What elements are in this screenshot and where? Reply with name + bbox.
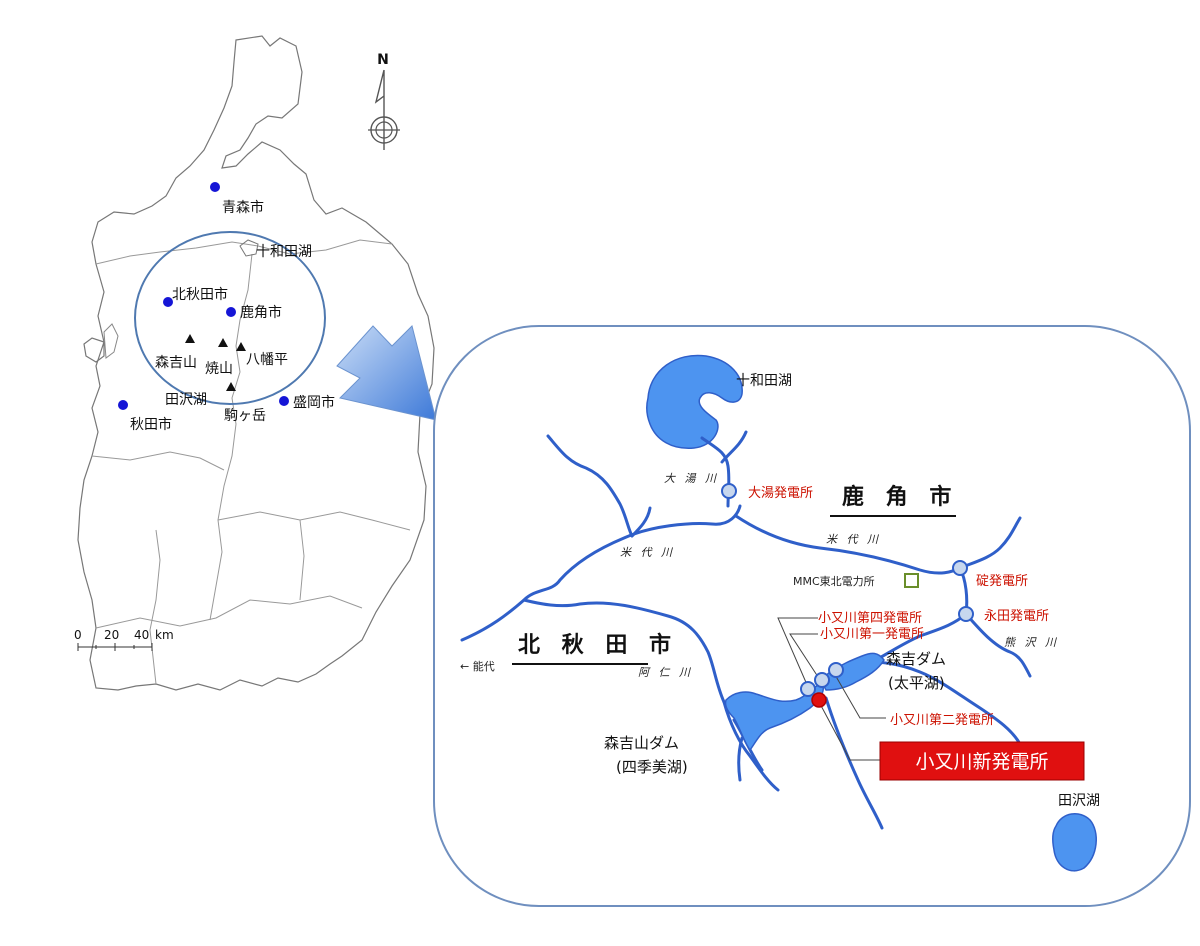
river-kumazawa (964, 612, 1032, 678)
zoom-area-circle (134, 231, 326, 405)
towada-lake (645, 354, 743, 449)
prefecture-boundary (91, 451, 225, 471)
prefecture-boundary (217, 511, 411, 531)
scale-tick-40: 40 (134, 628, 149, 642)
mountain-icon-komagatake (226, 382, 236, 391)
leader-line-komata2 (833, 672, 886, 719)
river-label-ani: 阿 仁 川 (638, 666, 693, 679)
prefecture-boundary (95, 239, 393, 265)
detail-lake-label-tazawa: 田沢湖 (1058, 793, 1100, 809)
plant-label-nagata: 永田発電所 (984, 609, 1049, 624)
city-label-kazuno: 鹿角市 (240, 304, 282, 321)
lake-label-tazawa: 田沢湖 (165, 392, 207, 408)
river-morioshi-south (824, 696, 884, 830)
zoom-arrow (336, 325, 437, 421)
river-nagata (860, 660, 1022, 746)
north-arrow-icon (374, 69, 385, 150)
oga-peninsula (83, 337, 105, 363)
river-ani (522, 598, 726, 704)
city-dot-aomori (210, 182, 220, 192)
plant-marker-komata2 (828, 662, 844, 678)
river-north-west (546, 434, 634, 538)
river-ani-south (722, 700, 780, 792)
river-yoneshiro-east (734, 514, 1022, 575)
river-label-yoneshiro-left: 米 代 川 (620, 546, 675, 559)
prefecture-boundary (209, 253, 253, 621)
lake-label-towada: 十和田湖 (256, 244, 312, 260)
detail-lake-label-towada: 十和田湖 (736, 373, 792, 389)
reservoir-shikimi (724, 683, 824, 752)
plant-label-komata2: 小又川第二発電所 (890, 713, 994, 728)
mmc-marker-icon (904, 573, 919, 588)
noshiro-label: ← 能代 (460, 659, 495, 673)
river-south-2 (737, 736, 744, 782)
leader-line-komata4 (777, 617, 818, 688)
overview-map: N 青森市 北秋田市 鹿角市 盛岡市 秋田市 十和田湖 田沢湖 森吉山 焼山 八… (74, 35, 435, 691)
city-dot-kitaakita (163, 297, 173, 307)
detail-city-kitaakita: 北 秋 田 市 (518, 632, 678, 658)
city-dot-morioka (279, 396, 289, 406)
plant-marker-ikari (952, 560, 968, 576)
scale-tick-20: 20 (104, 628, 119, 642)
main-plant-badge (879, 741, 1085, 781)
towada-lake-outline (239, 239, 259, 257)
mountain-label-komagatake: 駒ヶ岳 (224, 408, 266, 424)
main-plant-label: 小又川新発電所 (915, 751, 1048, 773)
north-label: N (377, 52, 389, 68)
detail-city-kazuno: 鹿 角 市 (842, 484, 958, 510)
prefecture-boundary (95, 595, 363, 629)
plant-label-komata4: 小又川第四発電所 (818, 611, 922, 626)
mountain-icon-moriyoshi (185, 334, 195, 343)
prefecture-boundary (299, 519, 305, 601)
plant-label-oyu: 大湯発電所 (748, 486, 813, 501)
dam-label-moriyoshiyama: 森吉山ダム (604, 734, 679, 752)
river-nagata-up (874, 612, 968, 662)
dam-label-moriyoshiyama-lake: (四季美湖) (616, 758, 688, 776)
city-label-aomori: 青森市 (222, 199, 264, 216)
scale-unit: km (155, 628, 174, 642)
dam-label-moriyoshi: 森吉ダム (886, 650, 946, 668)
plant-marker-komata-new (811, 692, 827, 708)
hachirogata-lake (103, 323, 119, 359)
north-arrow: N (368, 52, 400, 150)
plant-label-ikari: 碇発電所 (976, 574, 1028, 589)
plant-marker-nagata (958, 606, 974, 622)
dam-label-moriyoshi-lake: (太平湖) (888, 674, 945, 692)
leader-line-komata1 (789, 633, 823, 684)
tohoku-outline (77, 35, 435, 691)
river-yoneshiro-main (460, 504, 742, 642)
city-dot-kazuno (226, 307, 236, 317)
prefecture-boundary (149, 529, 161, 685)
mountain-icon-yake (218, 338, 228, 347)
mountain-label-hachimantai: 八幡平 (246, 352, 288, 368)
river-label-yoneshiro-right: 米 代 川 (826, 533, 881, 546)
city-label-kitaakita: 北秋田市 (172, 286, 228, 303)
plant-label-komata1: 小又川第一発電所 (820, 627, 924, 642)
tazawa-lake (1051, 813, 1097, 872)
plant-marker-komata4 (800, 681, 816, 697)
scale-bar: 0 20 40 km (74, 628, 174, 651)
city-label-akita: 秋田市 (130, 416, 172, 433)
leader-line-komata-new (817, 699, 880, 761)
plant-marker-oyu (721, 483, 737, 499)
river-north-west-2 (630, 506, 652, 538)
city-label-morioka: 盛岡市 (293, 394, 335, 411)
mmc-label: MMC東北電力所 (793, 575, 875, 588)
plant-marker-komata1 (814, 672, 830, 688)
city-dot-akita (118, 400, 128, 410)
river-label-kumazawa: 熊 沢 川 (1004, 636, 1059, 649)
river-oyu-branch (720, 430, 748, 464)
mountain-label-yake: 焼山 (205, 361, 233, 377)
river-label-oyu: 大 湯 川 (664, 472, 719, 485)
mountain-icon-hachimantai (236, 342, 246, 351)
detail-map: 十和田湖 田沢湖 (433, 325, 1191, 907)
mountain-label-moriyoshi: 森吉山 (155, 355, 197, 371)
scale-tick-0: 0 (74, 628, 82, 642)
